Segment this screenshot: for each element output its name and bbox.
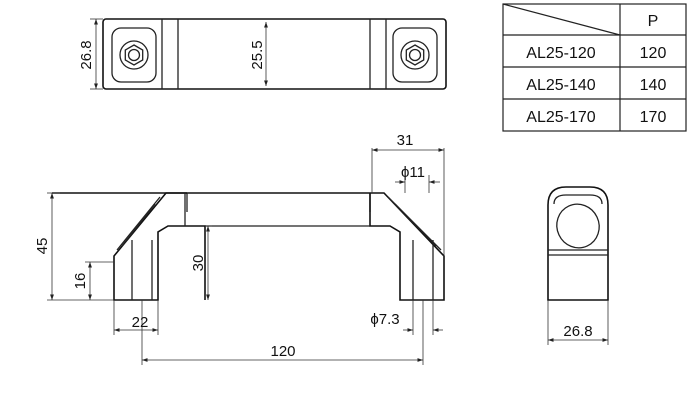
table-row-2-p: 140 (640, 77, 667, 94)
table-row-3-model: AL25-170 (526, 109, 595, 126)
table-row-2-model: AL25-140 (526, 77, 595, 94)
top-view (90, 18, 447, 90)
table-row-1-model: AL25-120 (526, 45, 595, 62)
table-row-1-p: 120 (640, 45, 667, 62)
spec-table (502, 3, 687, 132)
left-hole-icon (119, 40, 149, 70)
dim-height-30: 30 (190, 255, 207, 272)
dim-width-22: 22 (132, 314, 149, 331)
dim-side-width: 26.8 (563, 323, 592, 340)
dim-hole-7-3: ϕ7.3 (370, 311, 399, 328)
side-view (547, 186, 609, 345)
dim-height-45: 45 (34, 238, 51, 255)
right-hole-icon (400, 40, 430, 70)
dim-length-120: 120 (270, 343, 295, 360)
dim-width-31: 31 (397, 132, 414, 149)
table-row-3-p: 170 (640, 109, 667, 126)
table-header-p: P (648, 13, 659, 30)
dim-hole-11: ϕ11 (401, 164, 425, 181)
dim-top-height: 26.8 (78, 40, 95, 69)
dim-top-inner: 25.5 (249, 40, 266, 69)
dim-height-16: 16 (72, 273, 89, 290)
front-view (47, 148, 445, 365)
